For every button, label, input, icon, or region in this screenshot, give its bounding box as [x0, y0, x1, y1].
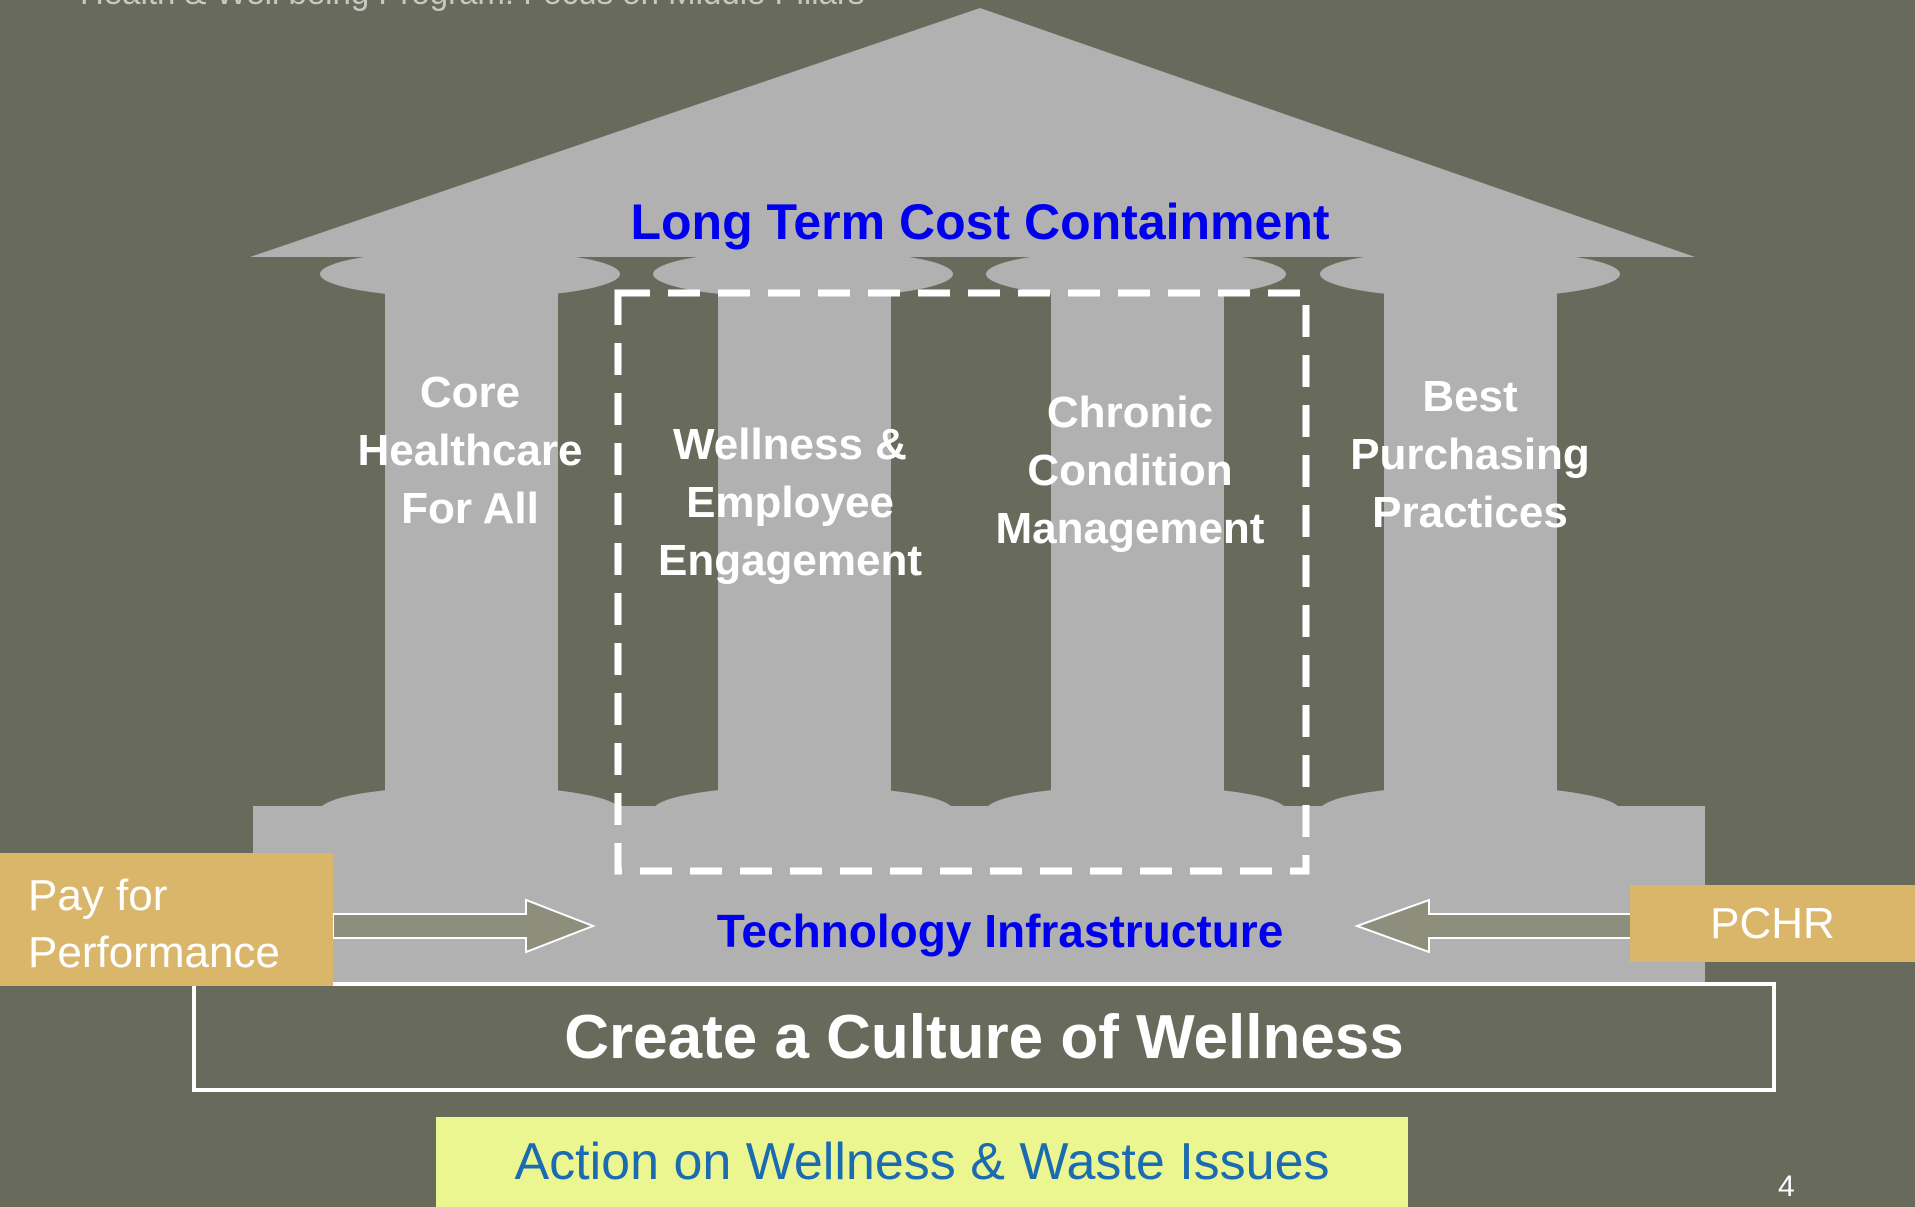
pay-for-performance-box: Pay for Performance — [0, 853, 333, 986]
pillar-label-wellness: Wellness & Employee Engagement — [657, 420, 923, 585]
pillar-wellness — [653, 250, 953, 834]
middle-pillars-highlight — [614, 289, 1310, 875]
page-number: 4 — [1778, 1170, 1795, 1203]
pillar-label-purchasing: Best Purchasing Practices — [1350, 372, 1590, 537]
action-label: Action on Wellness & Waste Issues — [514, 1133, 1330, 1191]
pillar-chronic — [986, 250, 1286, 834]
pay-for-performance-label: Pay for Performance — [28, 871, 280, 977]
pillar-label-chronic: Chronic Condition Management — [995, 388, 1265, 553]
arrow-left — [1354, 898, 1633, 954]
pillar-core — [320, 250, 620, 834]
pchr-box: PCHR — [1630, 885, 1915, 962]
arrow-right — [332, 898, 596, 954]
pillar-purchasing — [1320, 250, 1620, 834]
roof-title: Long Term Cost Containment — [630, 194, 1330, 250]
pillar-label-core: Core Healthcare For All — [357, 368, 583, 533]
pchr-label: PCHR — [1710, 899, 1835, 948]
culture-of-wellness-label: Create a Culture of Wellness — [564, 1002, 1404, 1072]
temple-base — [253, 832, 1705, 982]
culture-of-wellness-box: Create a Culture of Wellness — [192, 982, 1776, 1092]
slide-subtitle: Health & Well being Program: Focus on Mi… — [80, 0, 864, 12]
temple-roof — [250, 8, 1695, 257]
action-box: Action on Wellness & Waste Issues — [436, 1117, 1408, 1207]
technology-infrastructure-label: Technology Infrastructure — [716, 905, 1284, 957]
